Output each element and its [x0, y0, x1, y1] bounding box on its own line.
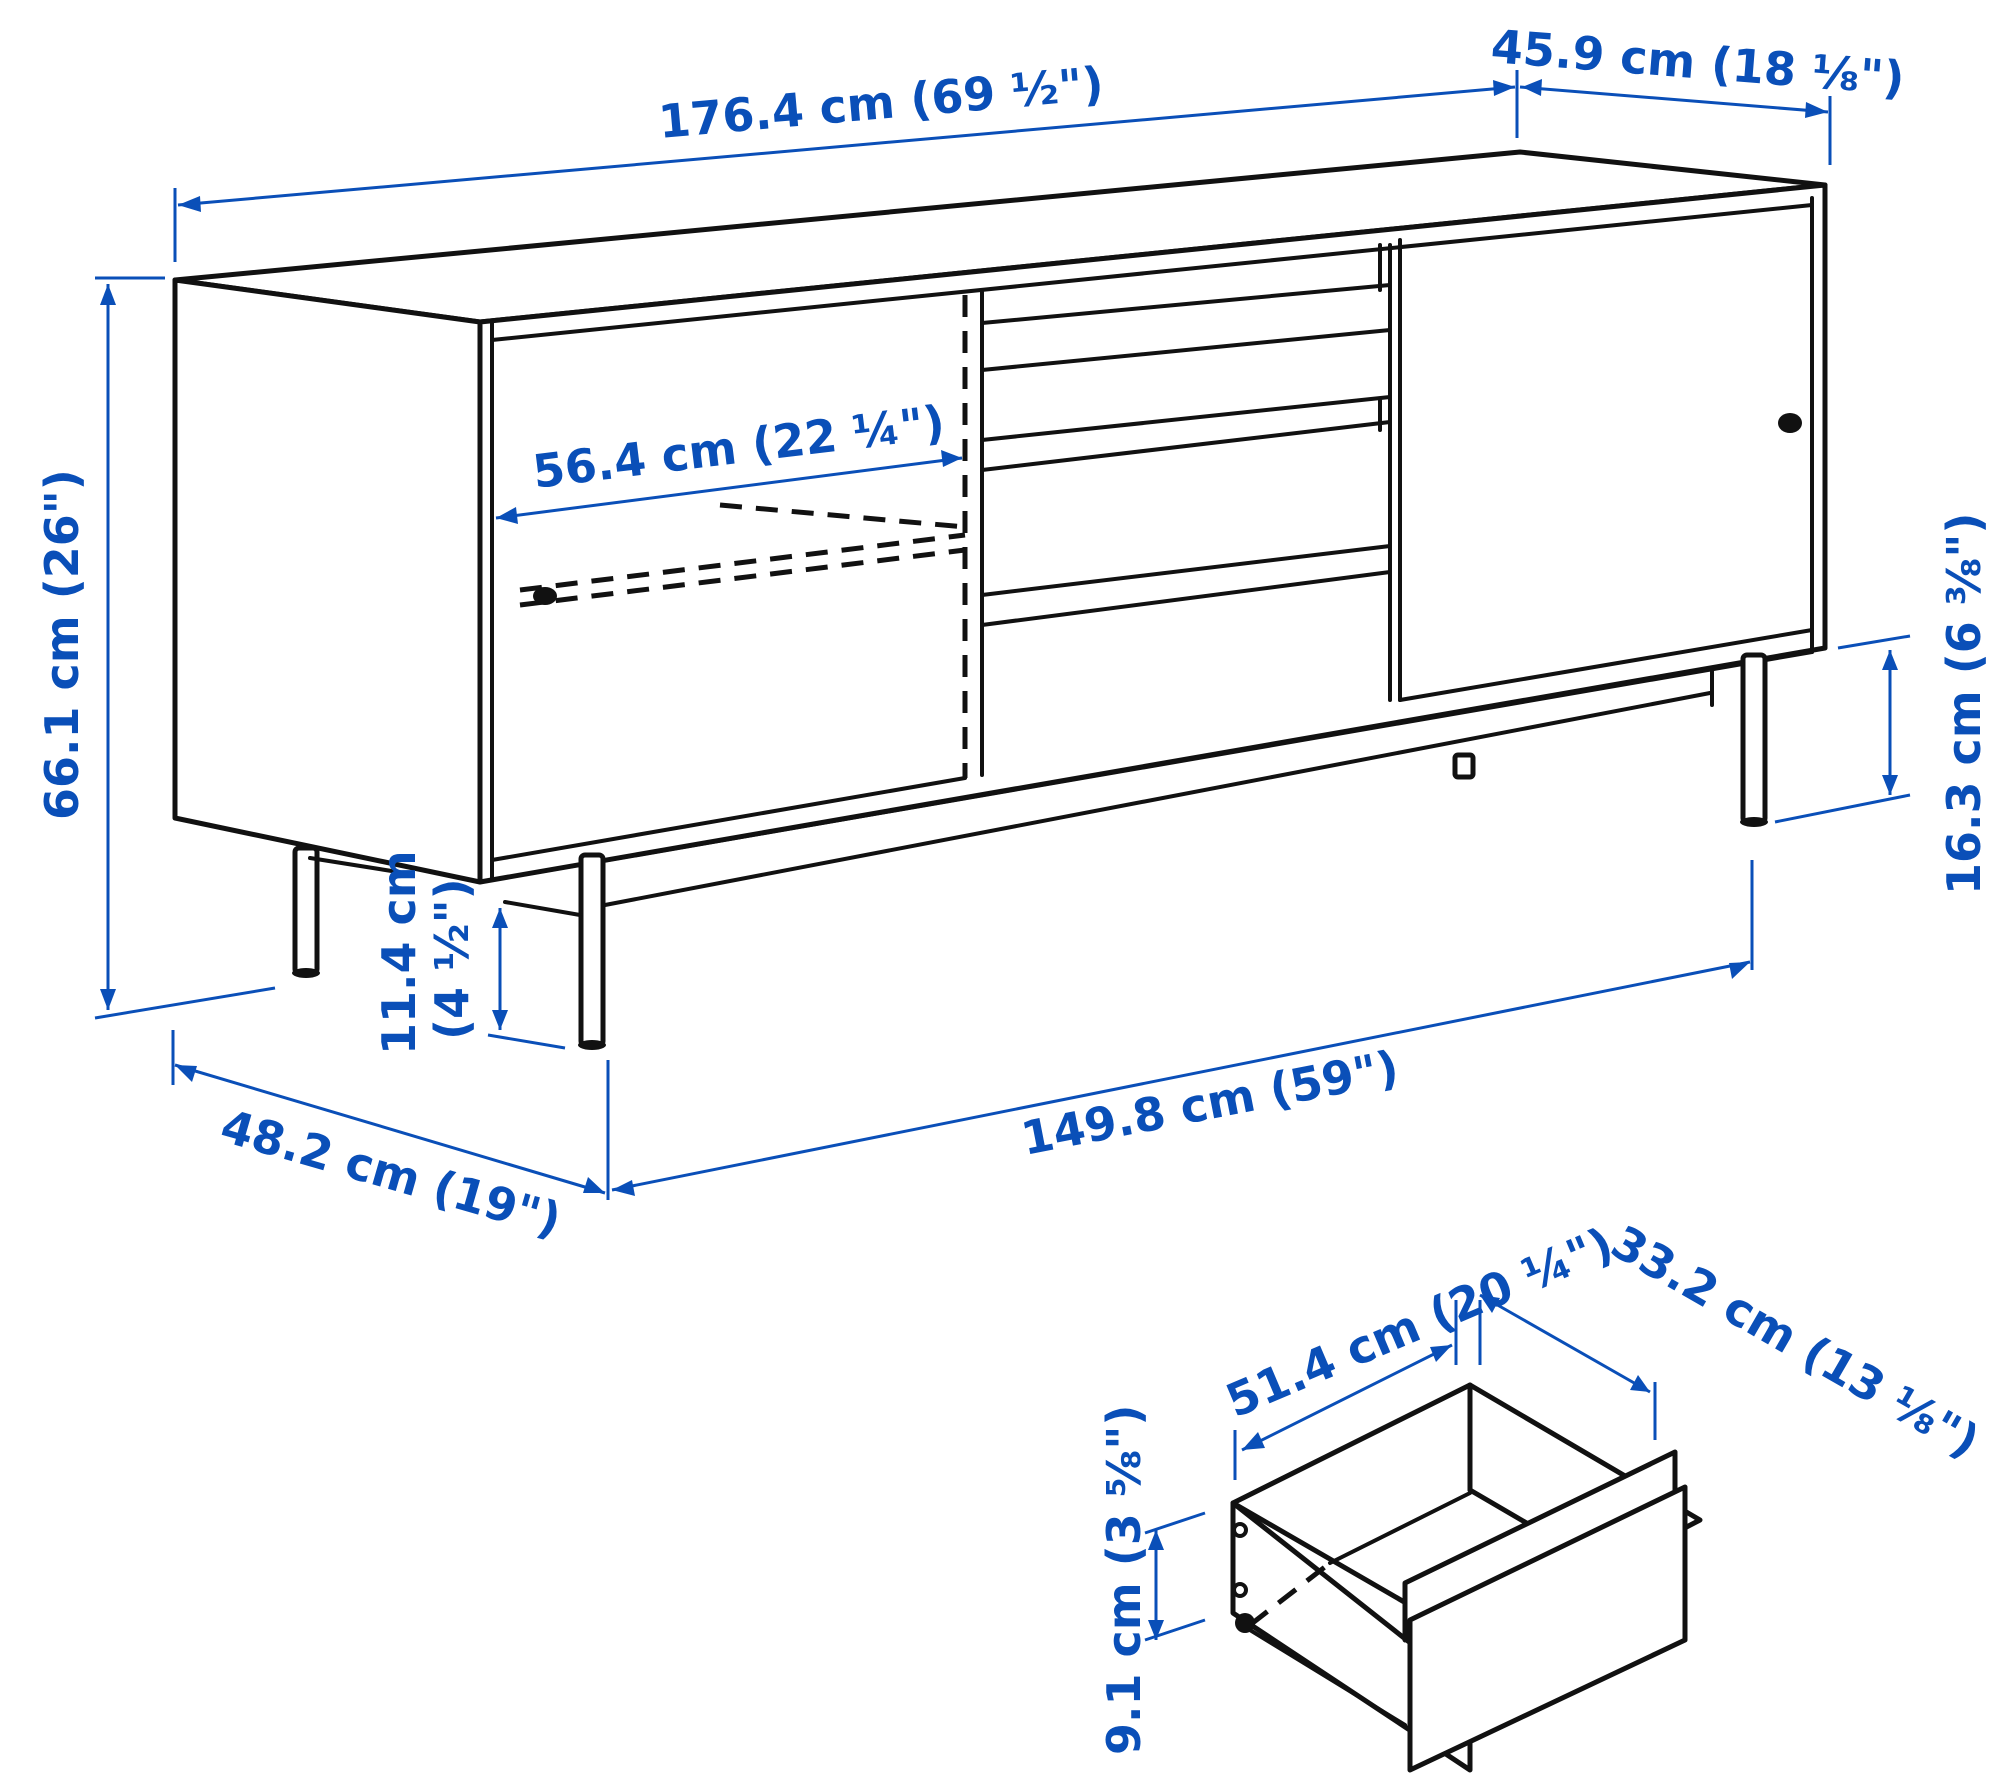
label-leg-height-front: 11.4 cm	[372, 850, 426, 1055]
label-leg-height-right: 16.3 cm (6 ⅜")	[1937, 513, 1991, 895]
drawer-drawing	[1230, 1382, 1703, 1773]
label-total-depth: 48.2 cm (19")	[215, 1099, 567, 1248]
drawer-stack	[980, 243, 1392, 702]
right-door	[1398, 238, 1814, 702]
dimension-lines	[94, 70, 1911, 1200]
drawer-dimension-lines	[1144, 1293, 1657, 1642]
legs	[292, 652, 1768, 1050]
label-drawer-height: 9.1 cm (3 ⅝")	[1097, 1405, 1151, 1755]
label-leg-span: 149.8 cm (59")	[1017, 1040, 1403, 1166]
label-depth-top: 45.9 cm (18 ⅛")	[1489, 19, 1906, 105]
door-handle-icon	[1778, 413, 1802, 433]
sideboard-drawing	[172, 149, 1828, 1050]
label-leg-height-front-inches: (4 ½")	[425, 878, 479, 1040]
label-total-height: 66.1 cm (26")	[35, 469, 89, 820]
label-drawer-depth: 33.2 cm (13 ⅛")	[1603, 1215, 1989, 1469]
left-compartment	[490, 290, 984, 862]
label-drawer-width: 51.4 cm (20 ¼")	[1218, 1217, 1621, 1429]
label-total-width: 176.4 cm (69 ½")	[656, 56, 1105, 149]
